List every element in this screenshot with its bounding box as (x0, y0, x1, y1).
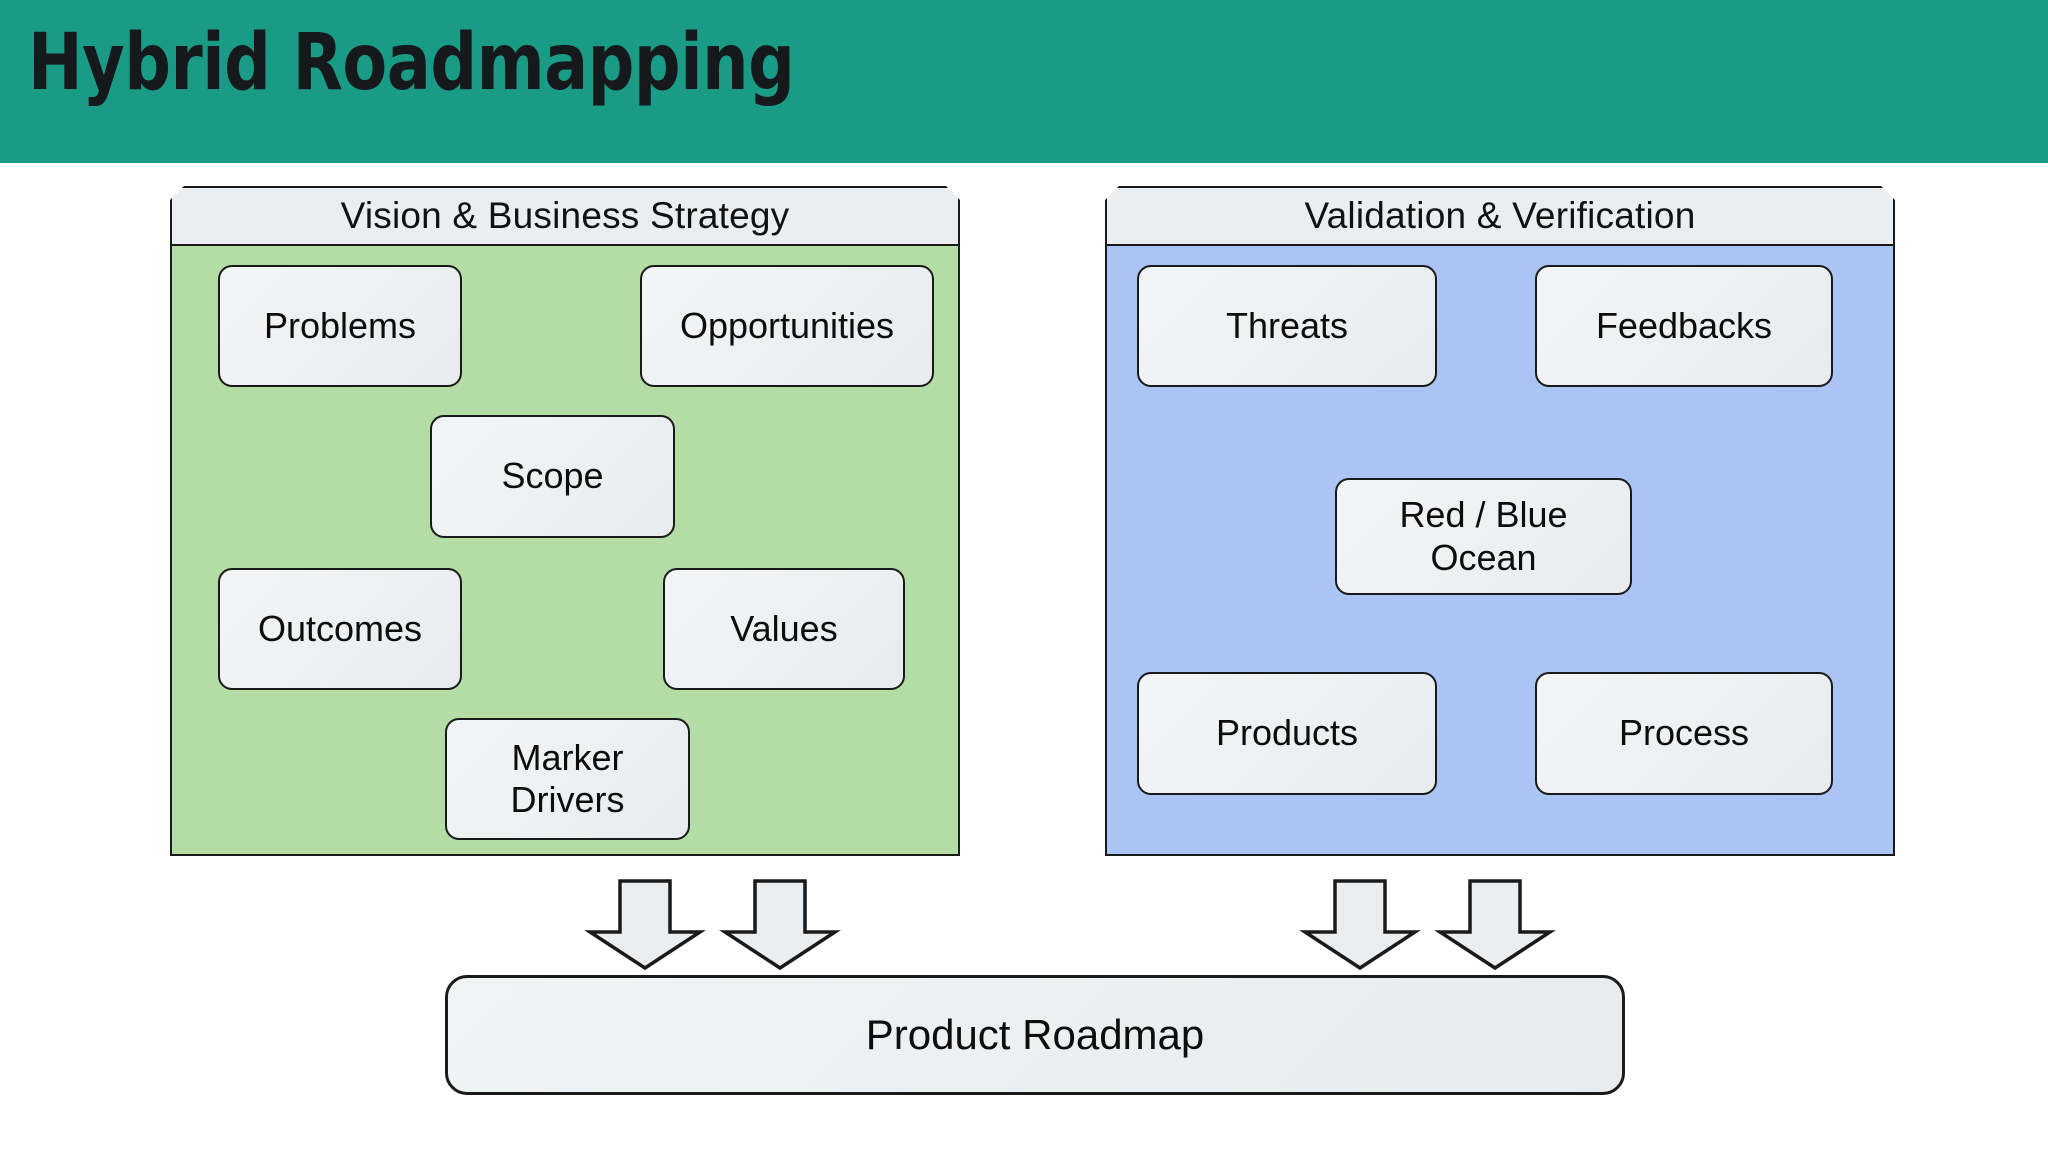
group-title-label: Vision & Business Strategy (340, 195, 790, 236)
flow-arrow-down-3 (1299, 879, 1421, 971)
page-title: Hybrid Roadmapping (28, 18, 795, 108)
flow-arrow-down-4 (1434, 879, 1556, 971)
group-header-vision-business-strategy: Vision & Business Strategy (170, 186, 960, 246)
node-values[interactable]: Values (663, 568, 905, 690)
flow-arrow-down-1 (584, 879, 706, 971)
node-feedbacks[interactable]: Feedbacks (1535, 265, 1833, 387)
node-marker-drivers-line2: Drivers (510, 779, 625, 820)
node-problems[interactable]: Problems (218, 265, 462, 387)
node-threats[interactable]: Threats (1137, 265, 1437, 387)
node-red-blue-ocean[interactable]: Red / Blue Ocean (1335, 478, 1632, 595)
node-product-roadmap[interactable]: Product Roadmap (445, 975, 1625, 1095)
node-opportunities[interactable]: Opportunities (640, 265, 934, 387)
group-header-validation-verification: Validation & Verification (1105, 186, 1895, 246)
node-marker-drivers-line1: Marker (511, 736, 624, 778)
group-title-label: Validation & Verification (1304, 195, 1696, 236)
node-products[interactable]: Products (1137, 672, 1437, 795)
node-process[interactable]: Process (1535, 672, 1833, 795)
node-red-blue-ocean-line2: Ocean (1430, 536, 1537, 578)
node-outcomes[interactable]: Outcomes (218, 568, 462, 690)
node-red-blue-ocean-line1: Red / Blue (1399, 494, 1568, 536)
node-scope[interactable]: Scope (430, 415, 675, 538)
title-banner: Hybrid Roadmapping (0, 0, 2048, 163)
flow-arrow-down-2 (719, 879, 841, 971)
node-marker-drivers[interactable]: Marker Drivers (445, 718, 690, 840)
